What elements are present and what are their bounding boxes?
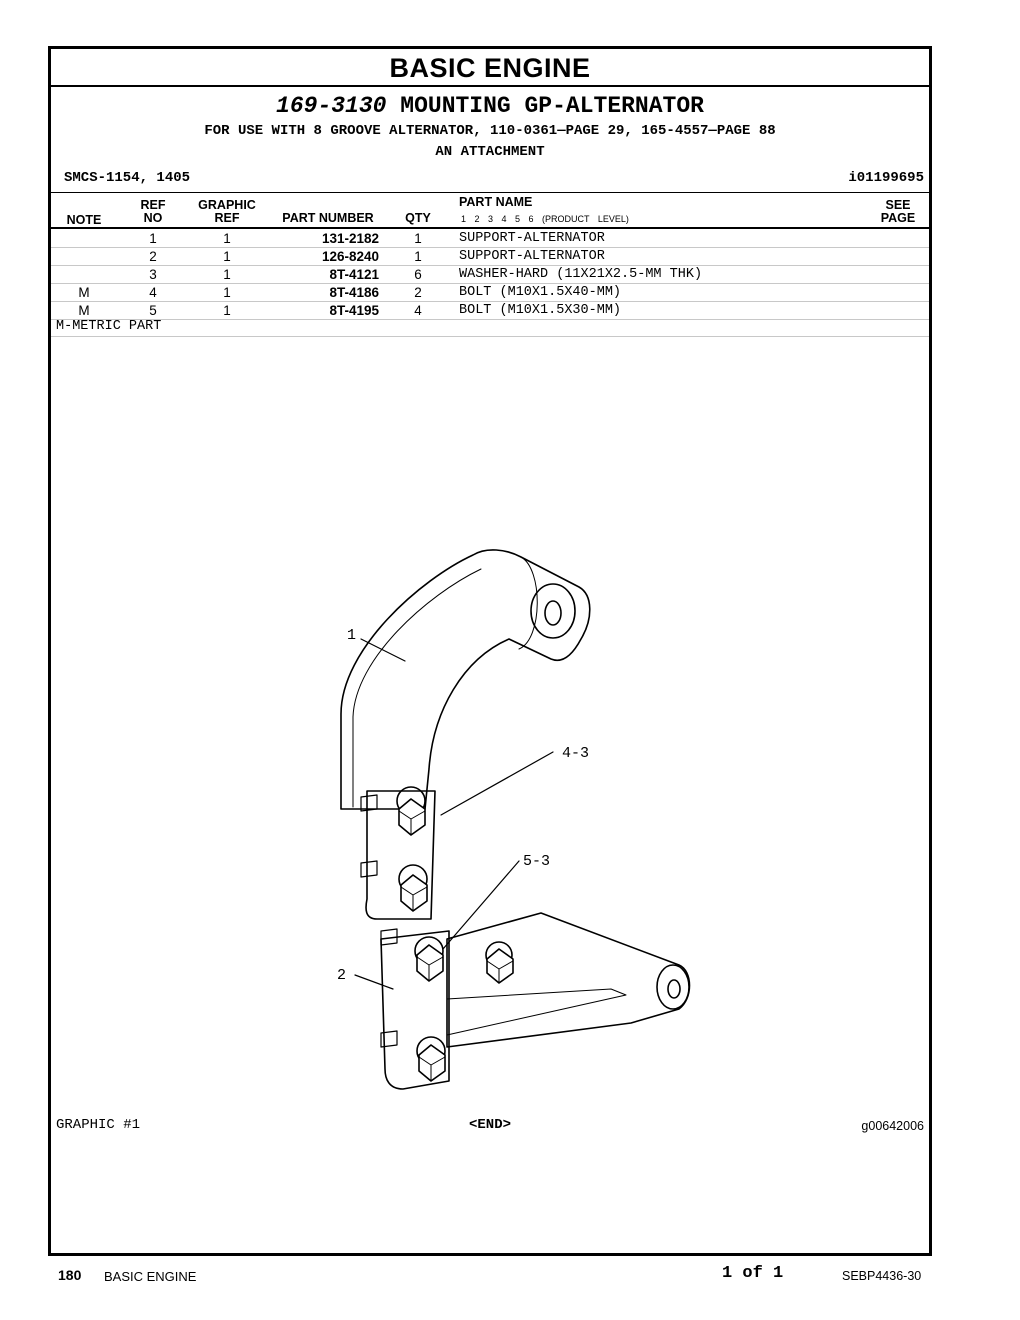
end-marker: <END>: [468, 1117, 511, 1133]
bolt-lower-3: [380, 1030, 446, 1082]
smcs-code: SMCS-1154, 1405: [64, 170, 191, 186]
upper-support-boss-side: [518, 556, 538, 650]
callout-4-3: 4-3: [562, 745, 589, 762]
row-graphic: 1: [223, 303, 231, 318]
row-part-name: SUPPORT-ALTERNATOR: [459, 249, 605, 264]
group-number: 169-3130: [276, 93, 387, 119]
callout-1: 1: [347, 627, 356, 644]
page-number: 180: [58, 1267, 82, 1283]
row-part-name: BOLT (M10X1.5X40-MM): [459, 285, 622, 300]
group-title: 169-3130 MOUNTING GP-ALTERNATOR: [51, 93, 929, 119]
info-id: i01199695: [848, 170, 924, 186]
group-name: MOUNTING GP-ALTERNATOR: [400, 93, 704, 119]
col-header-note: NOTE: [66, 213, 102, 227]
bolt-middle: [360, 860, 428, 912]
graphic-id: g00642006: [861, 1119, 924, 1133]
lower-support-boss: [656, 964, 690, 1010]
upper-support-boss: [530, 583, 576, 639]
footnote-divider: [51, 336, 929, 337]
col-header-see-bottom: PAGE: [880, 211, 916, 225]
leader-2: [354, 974, 394, 990]
row-ref: 5: [149, 303, 157, 318]
callout-2: 2: [337, 967, 346, 984]
row-part-number: 8T-4121: [329, 267, 379, 282]
row-part-number: 126-8240: [321, 249, 379, 264]
alternator-mounting-illustration: 1 4-3 5-3 2: [337, 549, 691, 1090]
page-frame: BASIC ENGINE 169-3130 MOUNTING GP-ALTERN…: [48, 46, 932, 1256]
callout-5-3: 5-3: [523, 853, 550, 870]
col-header-part-name: PART NAME: [459, 195, 533, 209]
row-ref: 2: [149, 249, 157, 264]
row-qty: 6: [414, 267, 422, 282]
row-qty: 1: [414, 231, 422, 246]
bolt-lower-1: [380, 928, 444, 982]
header-divider-bottom: [51, 227, 929, 229]
col-header-see-page: SEE PAGE: [866, 199, 930, 225]
footer-section: BASIC ENGINE: [104, 1269, 197, 1284]
col-header-part-number: PART NUMBER: [282, 211, 374, 225]
lower-support-hole: [667, 979, 681, 999]
row-part-name: SUPPORT-ALTERNATOR: [459, 231, 605, 246]
col-header-graphic: GRAPHIC REF: [187, 199, 267, 225]
document-id: SEBP4436-30: [842, 1269, 922, 1283]
row-graphic: 1: [223, 285, 231, 300]
row-graphic: 1: [223, 231, 231, 246]
table-row: 1 1 131-2182 1 SUPPORT-ALTERNATOR: [51, 229, 929, 248]
upper-support-hole: [544, 600, 562, 626]
lower-support-plate: [380, 930, 450, 1090]
table-row: M 5 1 8T-4195 4 BOLT (M10X1.5X30-MM): [51, 301, 929, 320]
header-divider-top: [51, 192, 929, 193]
upper-support-inner-edge: [352, 568, 482, 808]
product-levels: 1 2 3 4 5 6 (PRODUCT LEVEL): [461, 214, 629, 224]
row-graphic: 1: [223, 267, 231, 282]
bolt-upper: [360, 786, 426, 836]
row-ref: 4: [149, 285, 157, 300]
row-qty: 2: [414, 285, 422, 300]
graphic-label: GRAPHIC #1: [56, 1117, 141, 1133]
col-header-qty: QTY: [405, 211, 431, 225]
row-part-number: 131-2182: [321, 231, 379, 246]
row-part-number: 8T-4195: [329, 303, 379, 318]
col-header-graphic-bottom: REF: [214, 211, 240, 225]
lower-support-rib: [446, 988, 627, 1036]
table-row: 2 1 126-8240 1 SUPPORT-ALTERNATOR: [51, 247, 929, 266]
col-header-graphic-top: GRAPHIC: [198, 198, 256, 212]
leader-1: [360, 638, 406, 662]
table-row: M 4 1 8T-4186 2 BOLT (M10X1.5X40-MM): [51, 283, 929, 302]
usage-note: FOR USE WITH 8 GROOVE ALTERNATOR, 110-03…: [204, 123, 776, 139]
leader-5-3: [442, 860, 520, 950]
page-of: 1 of 1: [722, 1264, 784, 1283]
upper-support-strap: [365, 790, 436, 920]
section-title: BASIC ENGINE: [51, 49, 929, 87]
upper-support-outline: [340, 549, 591, 810]
row-graphic: 1: [223, 249, 231, 264]
row-note: M: [78, 285, 90, 300]
metric-footnote: M-METRIC PART: [56, 319, 162, 334]
row-part-number: 8T-4186: [329, 285, 379, 300]
row-ref: 3: [149, 267, 157, 282]
leader-4-3: [440, 751, 554, 816]
row-note: M: [78, 303, 90, 318]
col-header-ref: REF NO: [129, 199, 177, 225]
row-part-name: WASHER-HARD (11X21X2.5-MM THK): [459, 267, 703, 282]
row-qty: 1: [414, 249, 422, 264]
col-header-ref-top: REF: [140, 198, 166, 212]
row-qty: 4: [414, 303, 422, 318]
row-part-name: BOLT (M10X1.5X30-MM): [459, 303, 622, 318]
bolt-lower-2: [485, 941, 514, 984]
col-header-ref-bottom: NO: [143, 211, 163, 225]
attachment-note: AN ATTACHMENT: [435, 144, 545, 160]
table-row: 3 1 8T-4121 6 WASHER-HARD (11X21X2.5-MM …: [51, 265, 929, 284]
col-header-see-top: SEE: [885, 198, 911, 212]
row-ref: 1: [149, 231, 157, 246]
